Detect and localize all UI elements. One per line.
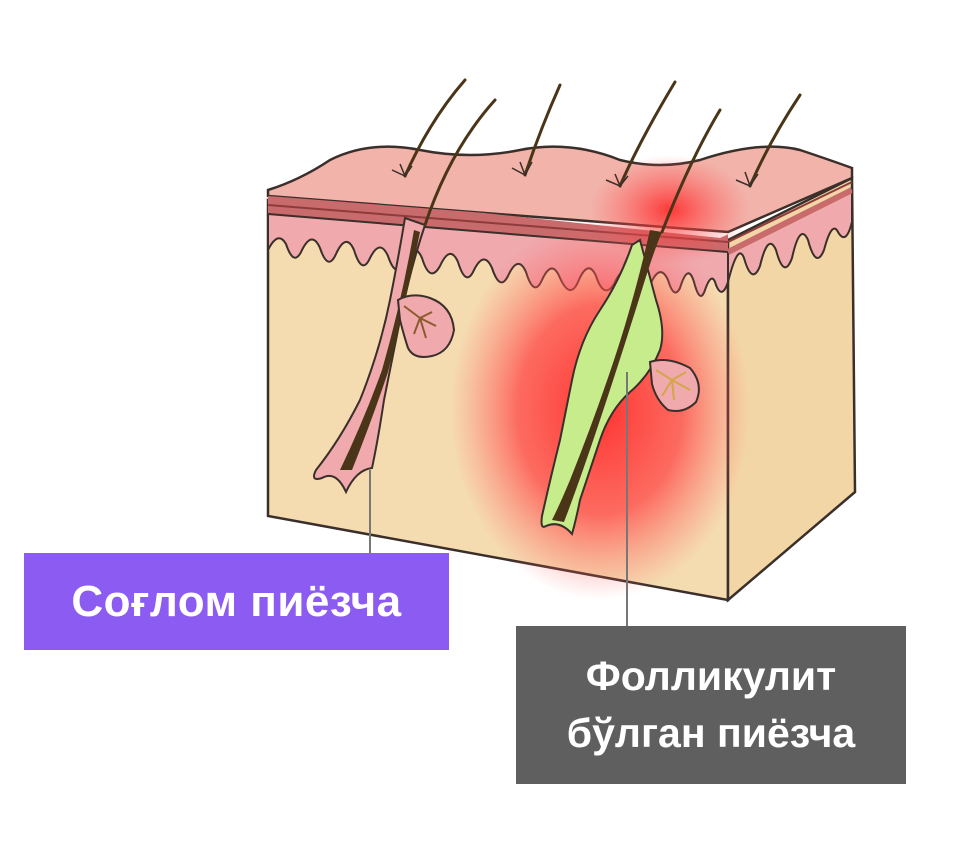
healthy-follicle-label: Соғлом пиёзча bbox=[24, 553, 449, 650]
inflamed-hair-follicle-icon bbox=[540, 230, 700, 537]
folliculitis-follicle-label: Фолликулит бўлган пиёзча bbox=[516, 626, 906, 784]
dermal-papillae-side bbox=[727, 186, 853, 283]
hairs bbox=[403, 78, 802, 234]
folliculitis-label-line1: Фолликулит bbox=[585, 653, 837, 699]
hair-root-marks bbox=[391, 161, 759, 188]
folliculitis-label-line2: бўлган пиёзча bbox=[566, 710, 856, 756]
hair-follicle-icon bbox=[313, 216, 456, 495]
healthy-follicle-label-text: Соғлом пиёзча bbox=[71, 576, 402, 626]
